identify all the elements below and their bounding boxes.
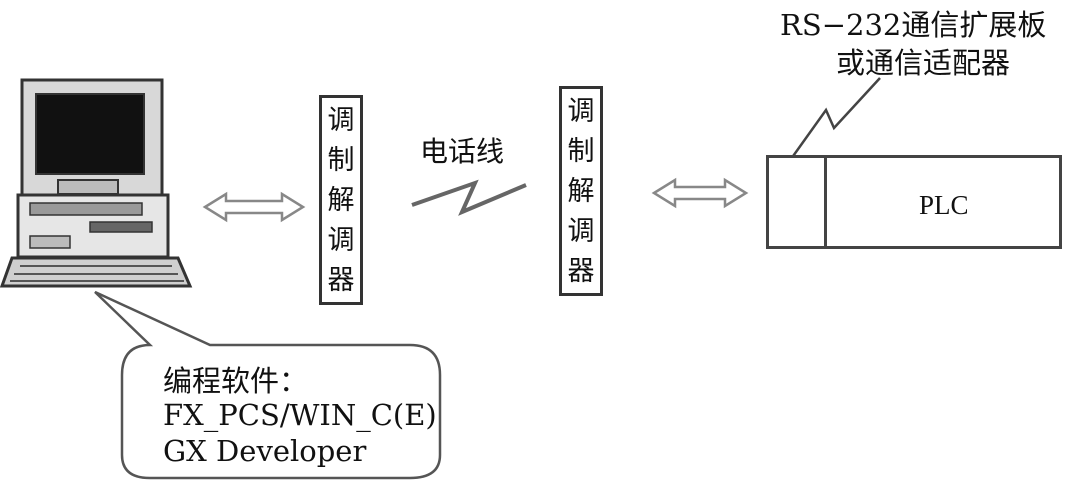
adapter-callout-line2: 或通信适配器 <box>836 46 1011 80</box>
modem-right-char: 制 <box>567 136 595 167</box>
double-arrow-icon <box>651 177 749 209</box>
plc-label: PLC <box>919 190 969 220</box>
adapter-leader-icon <box>784 77 881 167</box>
modem-left-char: 解 <box>327 185 355 216</box>
double-arrow-icon <box>202 191 306 223</box>
software-callout-bubble <box>94 290 442 480</box>
modem-left-char: 调 <box>327 105 355 136</box>
modem-right: 调 制 解 调 器 <box>559 86 603 296</box>
computer-icon <box>0 78 193 288</box>
modem-left: 调 制 解 调 器 <box>319 95 363 305</box>
modem-right-char: 调 <box>567 216 595 247</box>
software-callout-line3: GX Developer <box>163 434 367 468</box>
phone-line-label: 电话线 <box>420 135 505 168</box>
modem-left-char: 调 <box>327 225 355 256</box>
plc-expansion-slot <box>824 158 827 246</box>
software-callout-line1: 编程软件： <box>163 364 309 398</box>
modem-right-char: 器 <box>567 256 595 287</box>
adapter-callout-line1: RS−232通信扩展板 <box>780 8 1047 42</box>
modem-left-char: 制 <box>327 145 355 176</box>
modem-right-char: 解 <box>567 176 595 207</box>
lightning-icon <box>411 179 527 216</box>
modem-right-char: 调 <box>567 96 595 127</box>
software-callout-line2: FX_PCS/WIN_C(E) <box>163 398 437 432</box>
plc-box: PLC <box>766 155 1062 249</box>
modem-left-char: 器 <box>327 265 355 296</box>
